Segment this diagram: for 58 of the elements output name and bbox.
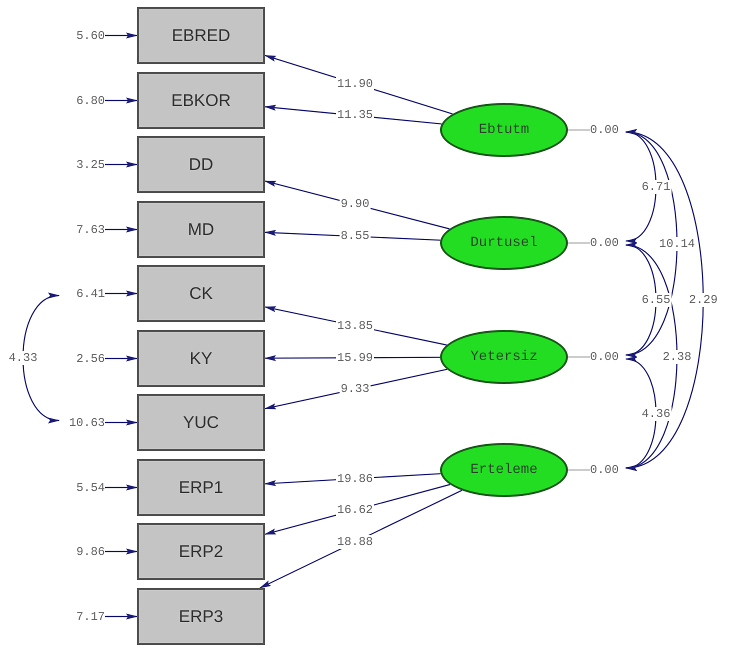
edge-label: 6.55	[640, 293, 672, 307]
latent-ellipse: Durtusel	[440, 216, 568, 270]
value-text: 0.00	[590, 234, 634, 252]
latent-ellipse: Erteleme	[440, 443, 568, 497]
indicator-box: EBRED	[137, 7, 265, 64]
edge-label: 4.33	[8, 351, 38, 365]
edge-label: 9.33	[340, 382, 370, 396]
arrow	[105, 614, 138, 620]
connector-line	[568, 356, 590, 358]
arrow	[105, 356, 138, 362]
indicator-box: DD	[137, 136, 265, 193]
value-text: 7.17	[55, 608, 105, 626]
value-text: 6.41	[55, 284, 105, 302]
arrow	[105, 32, 138, 38]
edge-label: 4.36	[640, 406, 672, 420]
latent-ellipse: Yetersiz	[440, 330, 568, 384]
value-text: 0.00	[590, 461, 634, 479]
connector-line	[568, 242, 590, 244]
indicator-box: YUC	[137, 394, 265, 451]
indicator-box: CK	[137, 265, 265, 322]
indicator-box: MD	[137, 201, 265, 258]
value-text: 5.54	[55, 478, 105, 496]
value-text: 5.60	[55, 26, 105, 44]
indicator-box: ERP2	[137, 523, 265, 580]
edge-label: 2.38	[662, 350, 692, 364]
value-text: 3.25	[55, 156, 105, 174]
edge-label: 16.62	[336, 503, 374, 518]
arrow	[105, 162, 138, 168]
connector-line	[568, 469, 590, 471]
edge-label: 10.14	[658, 236, 696, 250]
arrow	[105, 290, 138, 296]
value-text: 2.56	[55, 350, 105, 368]
value-text: 7.63	[55, 220, 105, 238]
arrow	[105, 484, 138, 490]
arrow	[22, 294, 60, 422]
edge-label: 13.85	[336, 318, 374, 333]
value-text: 0.00	[590, 121, 634, 139]
arrow	[105, 98, 138, 104]
value-text: 0.00	[590, 348, 634, 366]
edge-label: 11.90	[336, 76, 374, 91]
latent-ellipse: Ebtutm	[440, 103, 568, 157]
edge-label: 2.29	[688, 293, 719, 307]
edge-label: 6.71	[640, 180, 672, 194]
edge-label: 9.90	[340, 197, 370, 212]
arrow	[105, 548, 138, 554]
value-text: 9.86	[55, 542, 105, 560]
edge-label: 18.88	[336, 535, 374, 550]
indicator-box: KY	[137, 330, 265, 387]
indicator-box: EBKOR	[137, 72, 265, 129]
arrow	[105, 226, 138, 232]
indicator-box: ERP1	[137, 459, 265, 516]
arrow	[625, 131, 704, 469]
connector-line	[568, 129, 590, 131]
value-text: 6.80	[55, 92, 105, 110]
indicator-box: ERP3	[137, 588, 265, 645]
arrow	[625, 358, 657, 469]
value-text: 10.63	[55, 414, 105, 432]
arrow	[105, 420, 138, 426]
